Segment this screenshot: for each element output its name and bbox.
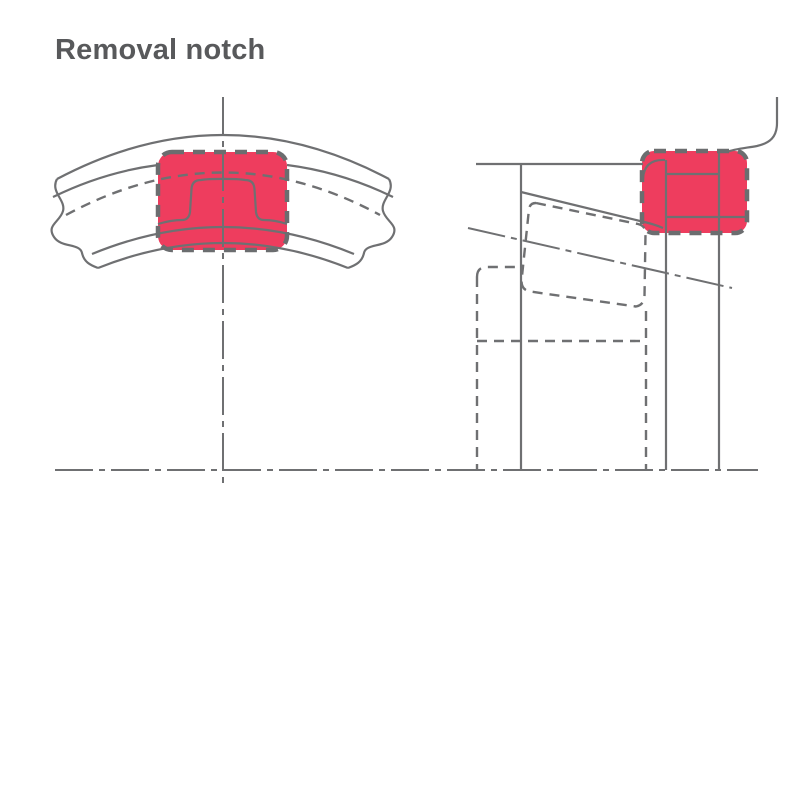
front-view-break-line-left xyxy=(50,178,99,270)
section-view-roller-hidden xyxy=(520,201,647,308)
removal-notch-highlight-section-view-border xyxy=(639,148,750,236)
page-title: Removal notch xyxy=(55,34,266,66)
removal-notch-highlight-front-view-border xyxy=(155,149,290,253)
removal-notch-highlight-section-view xyxy=(642,151,747,233)
section-view-housing-contour xyxy=(726,97,779,154)
front-view-chamfer-arc-right xyxy=(286,163,394,198)
section-view-roller-axis xyxy=(467,227,733,289)
section-view-cone-front-top xyxy=(475,265,520,278)
front-view-break-line-right xyxy=(347,178,396,270)
front-view-chamfer-arc-left xyxy=(52,163,159,198)
